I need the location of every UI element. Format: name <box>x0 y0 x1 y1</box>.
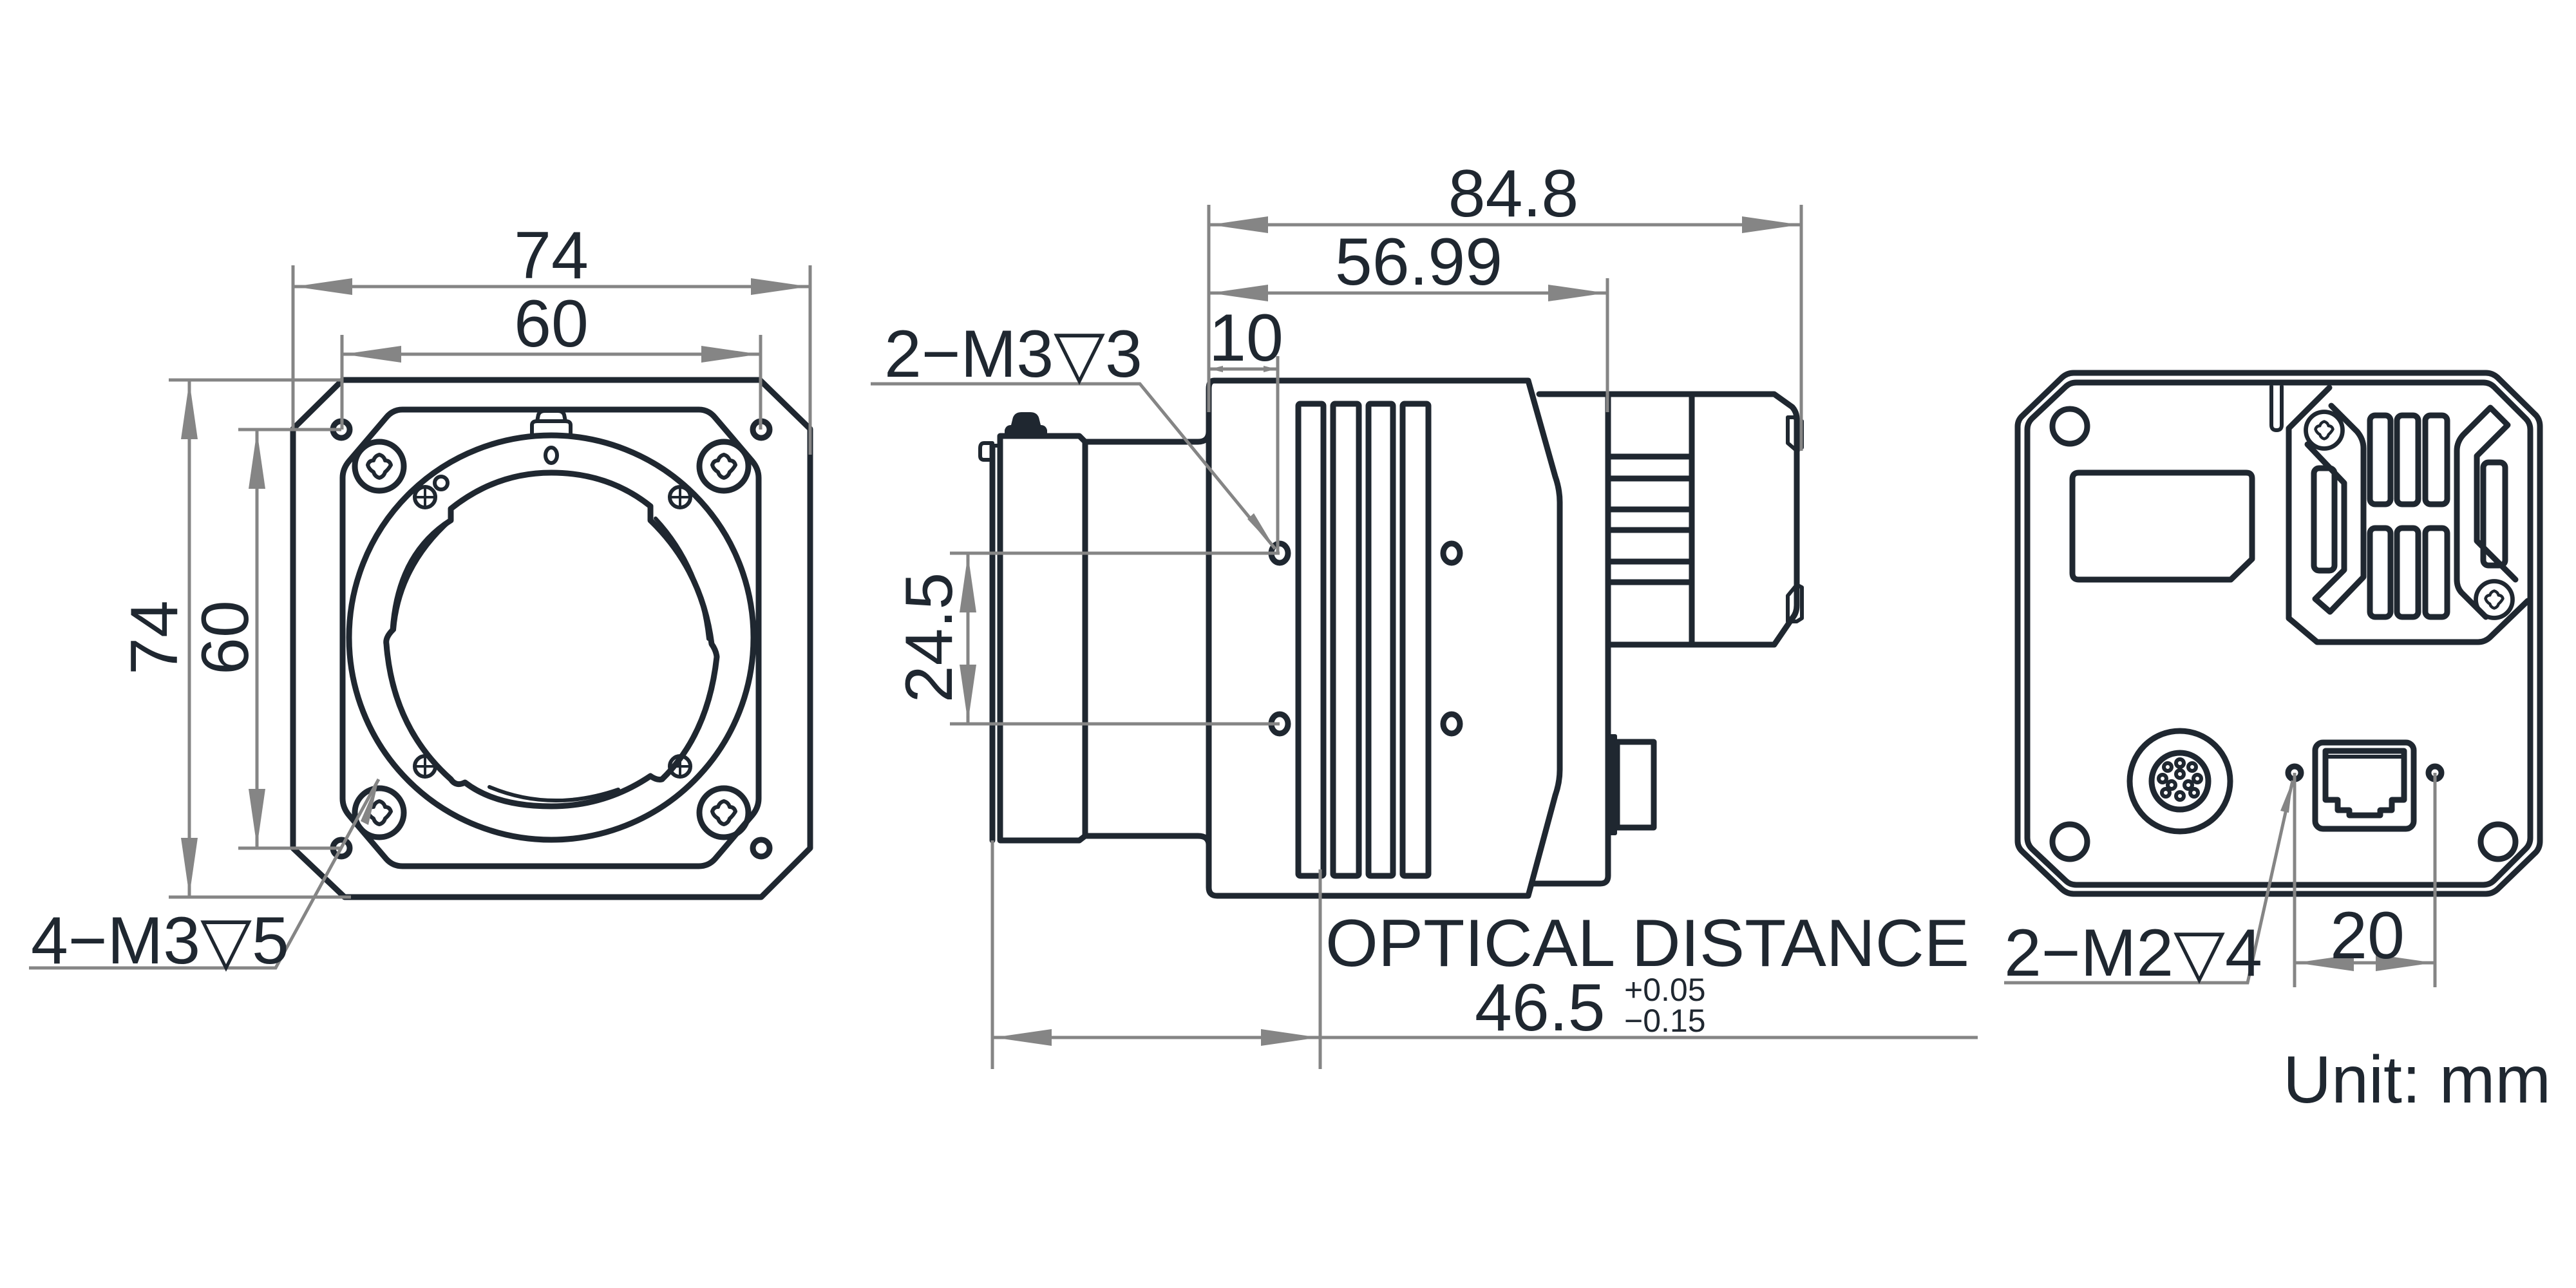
side-lens-flange <box>997 433 1088 844</box>
back-slot-right <box>2480 459 2508 569</box>
back-hole-tl <box>2049 406 2090 447</box>
front-bayonet-lug-right <box>654 516 710 641</box>
side-rear-latch-bottom <box>1786 583 1804 623</box>
front-screw-br-icon <box>699 788 748 837</box>
callout-side-m3: 2−M3▽3 <box>884 317 1142 392</box>
back-vent-4 <box>2367 525 2394 620</box>
back-io-connector-icon <box>2126 728 2233 835</box>
front-m3-hole-br <box>750 837 773 860</box>
front-release-button <box>530 409 573 437</box>
front-bayonet-lug-left <box>392 518 453 632</box>
side-view: 84.8 56.99 10 2−M3▽3 24.5 OPTICAL DISTAN… <box>871 156 1978 1069</box>
front-view: 74 60 74 60 4−M3▽5 <box>29 218 813 978</box>
back-heatsink-bracket-left <box>2304 402 2367 615</box>
side-hole-3 <box>1440 540 1463 566</box>
optical-distance-tol-minus: −0.15 <box>1624 1003 1706 1039</box>
back-heatsink-panel <box>2286 384 2531 645</box>
optical-distance-label: OPTICAL DISTANCE <box>1325 906 1969 981</box>
back-heatsink-bracket-right <box>2454 404 2519 620</box>
leader-side-m3 <box>871 382 1276 550</box>
back-inner-outline <box>2024 379 2533 888</box>
dim-side-offset-10: 10 <box>1209 301 1283 375</box>
front-pin-hole <box>544 446 559 465</box>
front-ring-screw-br-icon <box>670 756 690 777</box>
front-inner-plate <box>339 406 762 869</box>
back-vent-1 <box>2367 412 2394 507</box>
side-fin-2 <box>1330 401 1362 879</box>
dim-front-width-60: 60 <box>514 287 589 361</box>
front-ring-screw-tl-icon <box>415 487 435 507</box>
dim-side-length-56-99: 56.99 <box>1335 225 1502 299</box>
callout-front-m3: 4−M3▽5 <box>31 904 289 978</box>
optical-distance-value: 46.5 <box>1475 971 1605 1045</box>
front-ring-screw-bl-icon <box>415 756 435 777</box>
back-screw-tl-icon <box>2306 412 2343 449</box>
leader-back-m2 <box>2004 780 2295 985</box>
back-ethernet-port-icon <box>2312 739 2417 832</box>
back-outer-outline <box>2014 370 2543 897</box>
back-io-connector-pins <box>2157 757 2203 802</box>
dim-front-height-60: 60 <box>188 600 263 675</box>
optical-distance-tol-plus: +0.05 <box>1624 972 1706 1008</box>
back-hole-bl <box>2049 821 2090 862</box>
side-fin-4 <box>1399 401 1432 879</box>
side-main-body <box>1206 377 1563 899</box>
dim-side-hole-spacing: 24.5 <box>892 573 967 703</box>
front-bayonet-inner <box>383 469 720 810</box>
front-ring-small-hole <box>433 475 450 491</box>
back-vent-5 <box>2394 525 2421 620</box>
front-outer-outline <box>290 377 813 900</box>
side-connector-body <box>1614 739 1657 831</box>
side-lens-tab <box>978 441 994 462</box>
side-fin-1 <box>1295 401 1327 879</box>
front-screw-tl-icon <box>355 442 404 491</box>
unit-label: Unit: mm <box>2283 1043 2551 1117</box>
back-vent-6 <box>2422 525 2450 620</box>
back-top-slot <box>2269 384 2284 432</box>
dim-front-height-74: 74 <box>117 600 192 675</box>
back-view: 2−M2▽4 20 <box>2004 370 2543 990</box>
side-rear-section <box>1530 391 1611 887</box>
leader-front-m3 <box>29 778 381 970</box>
front-bayonet-lug-bottom <box>488 785 620 803</box>
dim-side-length-84-8: 84.8 <box>1448 156 1578 231</box>
side-mount-tube <box>1082 428 1212 848</box>
dim-back-hole-spacing: 20 <box>2330 898 2405 973</box>
front-ring-screw-tr-icon <box>670 487 690 507</box>
back-slot-left <box>2311 465 2338 574</box>
dim-front-width-74: 74 <box>514 218 589 293</box>
side-rear-block <box>1605 391 1800 648</box>
front-screw-tr-icon <box>699 442 748 491</box>
callout-back-m2: 2−M2▽4 <box>2004 916 2262 990</box>
back-vent-3 <box>2422 412 2450 507</box>
side-hole-4 <box>1440 711 1463 737</box>
front-mount-outer-ring <box>346 432 757 843</box>
side-release-button <box>1005 412 1047 436</box>
back-label-area <box>2069 469 2255 583</box>
back-hole-br <box>2477 821 2519 862</box>
back-screw-br-icon <box>2476 582 2513 618</box>
back-vent-2 <box>2394 412 2421 507</box>
side-fin-3 <box>1365 401 1396 879</box>
